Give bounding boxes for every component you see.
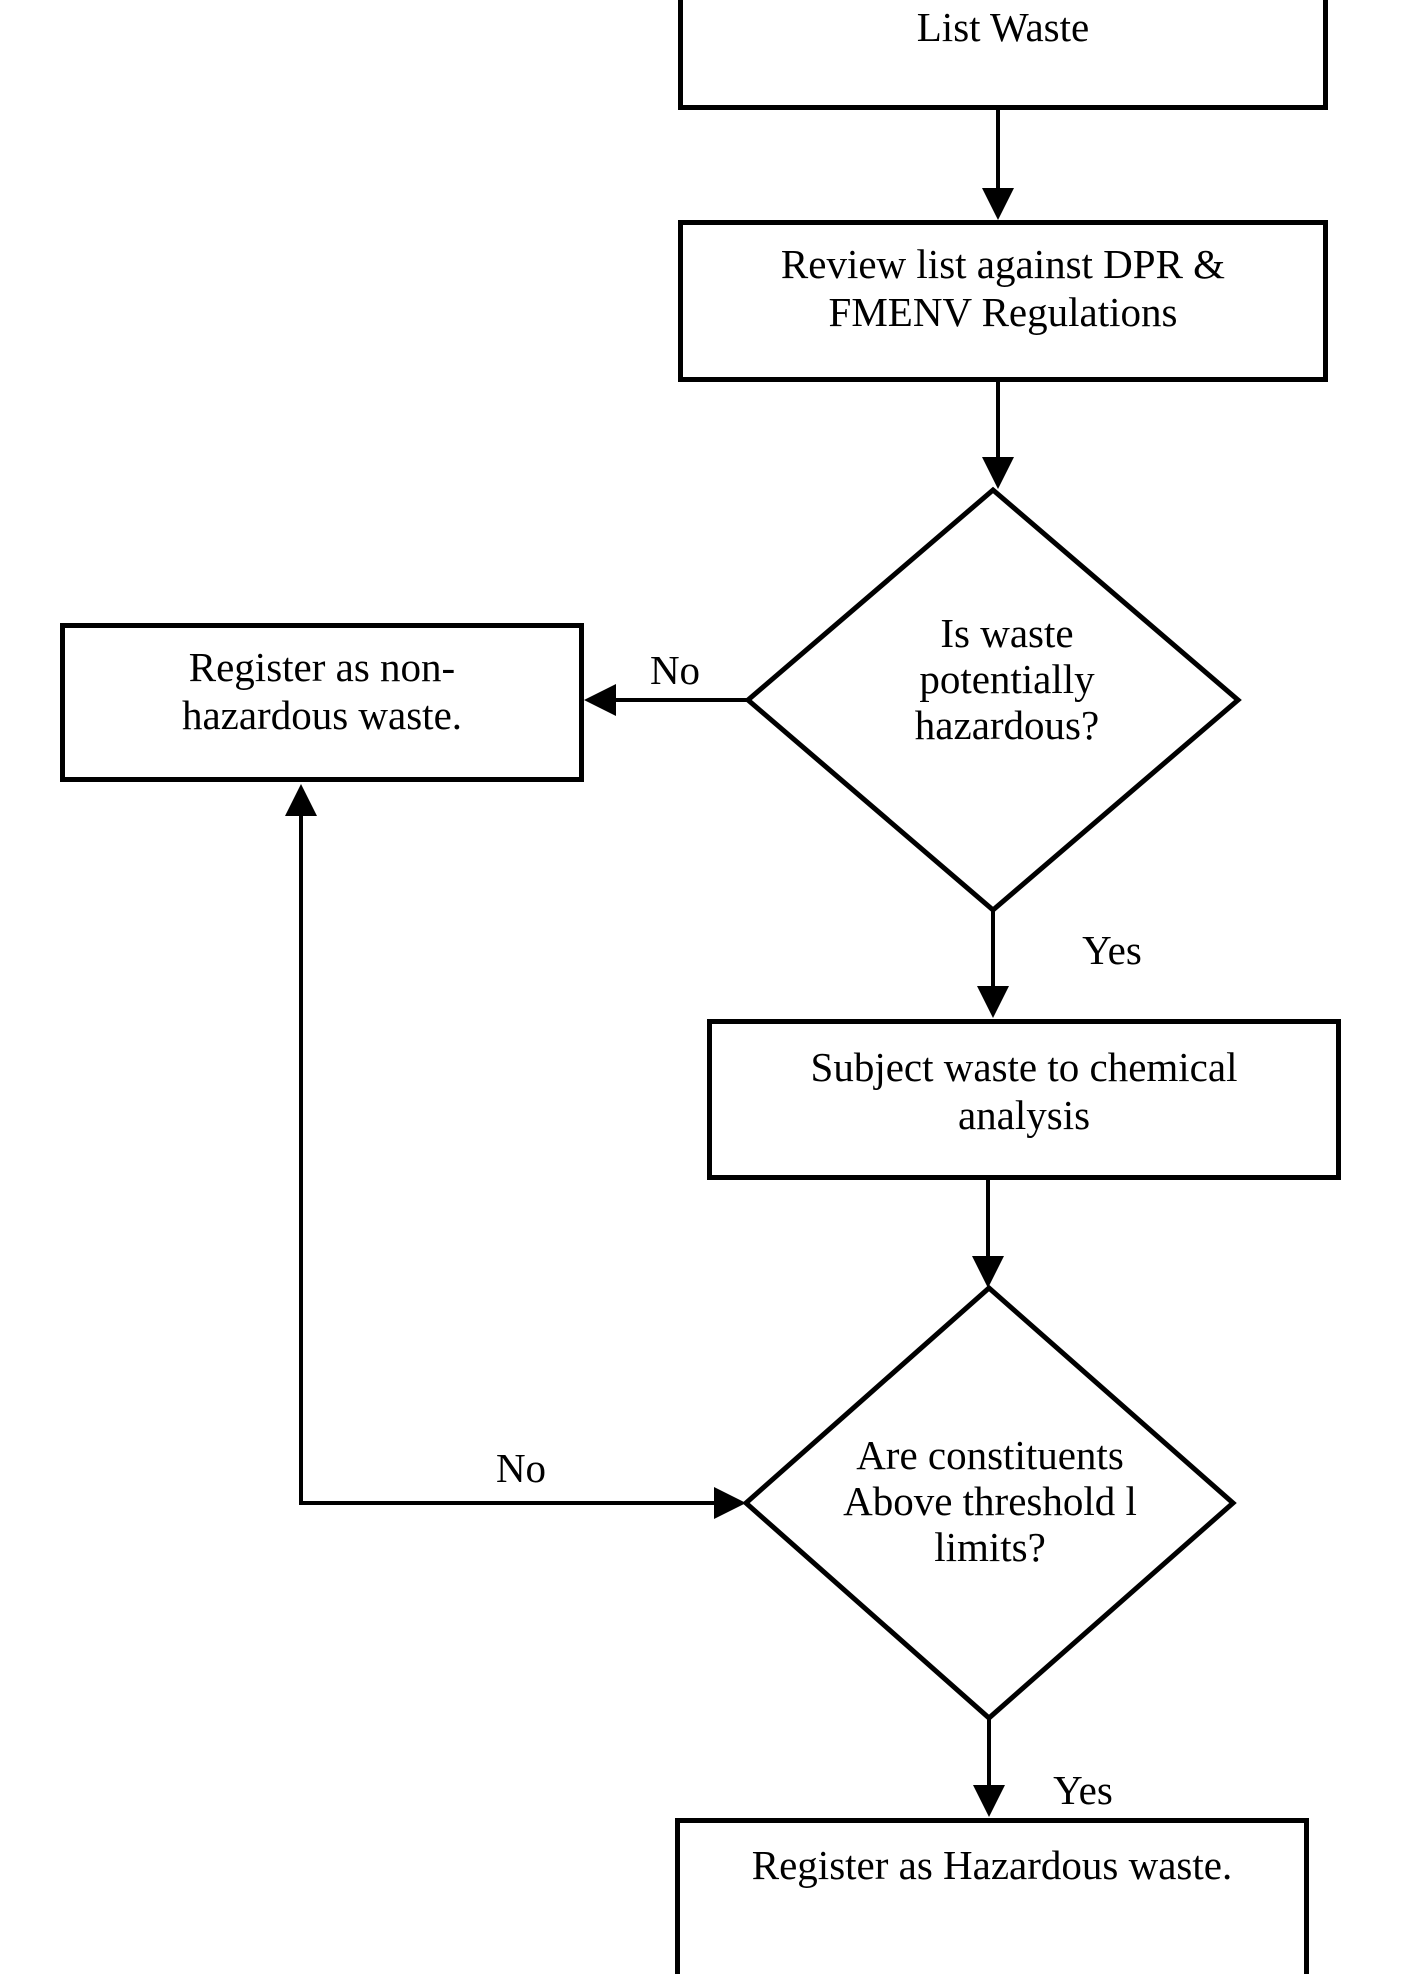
node-review-list-line2: FMENV Regulations	[828, 289, 1178, 335]
node-chemical-analysis: Subject waste to chemical analysis	[707, 1019, 1341, 1180]
node-register-hazardous-label: Register as Hazardous waste.	[751, 1842, 1233, 1888]
arrowhead-down-icon	[982, 188, 1014, 220]
arrowhead-down-icon	[973, 1785, 1005, 1817]
node-list-waste: List Waste	[678, 0, 1328, 110]
node-register-non-hazardous-line2: hazardous waste.	[181, 691, 463, 738]
edge-label-no-2: No	[495, 1445, 547, 1491]
arrowhead-left-icon	[584, 684, 616, 716]
arrowhead-down-icon	[982, 457, 1014, 489]
connector-decision2-no-return	[299, 814, 714, 1505]
node-chemical-analysis-line1: Subject waste to chemical	[810, 1043, 1238, 1090]
decision-is-hazardous-line2: potentially	[919, 656, 1095, 702]
decision-above-threshold-line1: Are constituents	[856, 1432, 1124, 1478]
node-list-waste-label: List Waste	[916, 4, 1090, 50]
node-register-non-hazardous-line1: Register as non-	[188, 643, 456, 690]
decision-is-hazardous-line3: hazardous?	[914, 702, 1100, 748]
decision-above-threshold-text: Are constituents Above threshold l limit…	[843, 1432, 1137, 1570]
node-chemical-analysis-line2: analysis	[957, 1091, 1091, 1138]
edge-label-no-1: No	[649, 647, 701, 693]
node-review-list: Review list against DPR & FMENV Regulati…	[678, 220, 1328, 382]
decision-above-threshold-line3: limits?	[934, 1524, 1046, 1570]
arrowhead-right-icon	[714, 1487, 746, 1519]
node-register-hazardous: Register as Hazardous waste.	[675, 1818, 1309, 1974]
edge-label-yes-1: Yes	[1082, 927, 1142, 973]
edge-label-yes-2: Yes	[1053, 1767, 1113, 1813]
decision-is-hazardous-line1: Is waste	[940, 610, 1074, 656]
arrowhead-down-icon	[977, 986, 1009, 1018]
node-register-non-hazardous: Register as non- hazardous waste.	[60, 623, 584, 782]
node-review-list-line1: Review list against DPR &	[780, 241, 1226, 287]
arrowhead-down-icon	[972, 1256, 1004, 1288]
decision-above-threshold-line2: Above threshold l	[843, 1478, 1137, 1524]
arrowhead-up-icon	[285, 784, 317, 816]
decision-is-hazardous-text: Is waste potentially hazardous?	[915, 610, 1099, 748]
